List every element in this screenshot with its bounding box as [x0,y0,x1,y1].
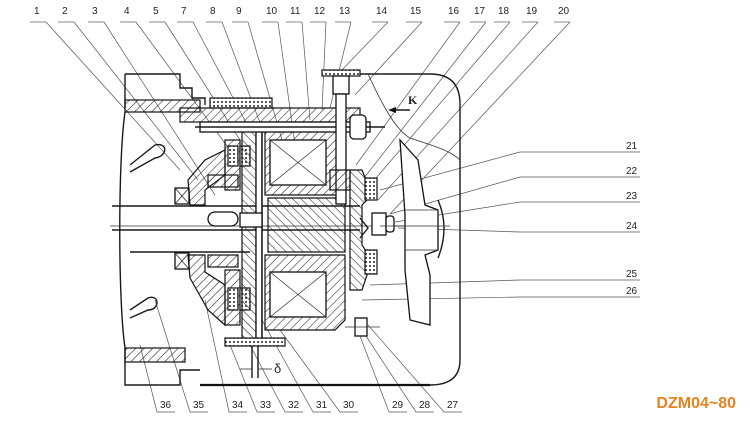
release-lever [321,69,361,205]
fan-cover [200,73,461,387]
callout-leader [301,21,311,121]
callout-label: 14 [376,6,388,17]
air-gap-indicator [224,337,286,378]
callout-leader [204,299,230,413]
bearing [174,187,190,270]
callout-label: 29 [392,400,404,411]
callout-label: 15 [410,6,422,17]
callout-label: 20 [558,6,570,17]
view-direction-arrow: K δ [274,93,418,376]
callout-leader [261,319,314,413]
bottom-callouts: 36 35 34 33 32 31 30 29 28 27 [160,400,459,411]
callout-label: 23 [626,191,638,202]
callout-leader [359,335,390,413]
callout-leader [367,324,445,413]
callout-label: 35 [193,400,205,411]
callout-label: 8 [210,6,216,17]
callout-label: 32 [288,400,300,411]
callout-leader [363,21,487,179]
callout-leader [369,21,511,186]
callout-leader [355,21,461,166]
callout-label: 11 [290,6,301,17]
electromagnet [239,127,346,331]
callout-label: 24 [626,221,638,232]
callout-label: 31 [316,400,328,411]
callout-label: 30 [343,400,355,411]
right-callouts: 21 22 23 24 25 26 [626,141,638,297]
callout-label: 22 [626,166,638,177]
callout-label: 34 [232,400,244,411]
callout-leader [361,296,521,301]
callout-leader [361,329,417,413]
callout-label: 16 [448,6,460,17]
motor-housing [119,73,206,386]
callout-label: 10 [266,6,278,17]
callout-label: 25 [626,269,638,280]
model-number: DZM04~80 [656,395,736,412]
callout-label: 33 [260,400,272,411]
brake-disc [241,127,263,344]
adjusting-nut [345,169,395,337]
callout-label: 4 [124,6,130,17]
callout-leader [354,21,423,96]
callout-label: 28 [419,400,431,411]
callout-label: 13 [339,6,351,17]
callout-leader [227,339,258,413]
callout-label: 1 [34,6,40,17]
top-cover [179,97,385,140]
callout-leader [279,329,341,413]
callout-label: 27 [447,400,459,411]
view-label-k: K [408,93,418,107]
gap-label: δ [274,361,281,376]
callout-leader [369,279,521,286]
callout-leader [249,344,286,413]
callout-label: 21 [626,141,638,152]
callout-label: 26 [626,286,638,297]
cooling-fan [380,138,450,326]
callout-label: 18 [498,6,510,17]
callout-label: 7 [181,6,187,17]
callout-label: 17 [474,6,486,17]
callout-label: 2 [62,6,68,17]
callout-leader [45,21,181,171]
callout-leader [321,21,327,111]
callout-label: 3 [92,6,98,17]
callout-label: 5 [153,6,159,17]
callout-label: 9 [236,6,242,17]
callout-label: 36 [160,400,172,411]
callout-leader [339,21,389,73]
callout-label: 12 [314,6,326,17]
callout-label: 19 [526,6,538,17]
